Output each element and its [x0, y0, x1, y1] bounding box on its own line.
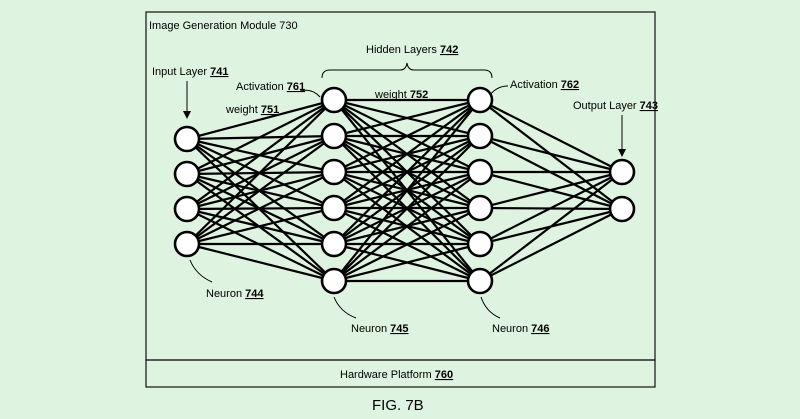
neuron-input-2 [173, 160, 201, 188]
neuron-hidden1-2 [320, 122, 348, 150]
edge-hidden1-5-hidden2-1 [333, 99, 481, 245]
neurons [173, 86, 636, 295]
activation-label-1: Activation 761 [236, 81, 305, 93]
neuron-hidden1-4 [320, 194, 348, 222]
edge-input-4-hidden1-6 [186, 242, 335, 283]
neuron-hidden1-1 [320, 86, 348, 114]
edge-hidden1-6-hidden2-3 [333, 171, 481, 282]
edge-hidden2-5-output-1 [479, 171, 623, 245]
weight-label-2: weight 752 [374, 89, 428, 101]
hidden-layers-bracket [321, 62, 493, 79]
neuron-hidden2-6 [466, 267, 494, 295]
neuron-leader-1 [189, 259, 213, 283]
activation-leader-1 [299, 89, 321, 98]
neuron-hidden2-5 [466, 230, 494, 258]
edge-input-3-hidden1-1 [186, 99, 335, 210]
hidden-layers-label: Hidden Layers 742 [366, 44, 458, 56]
edge-input-4-hidden1-3 [186, 171, 335, 245]
edge-hidden1-3-hidden2-1 [333, 99, 481, 173]
edge-input-1-hidden1-1 [186, 98, 335, 141]
edge-hidden2-2-output-1 [479, 134, 623, 174]
neuron-hidden1-6 [320, 267, 348, 295]
neuron-hidden2-3 [466, 158, 494, 186]
module-title: Image Generation Module 730 [149, 20, 298, 32]
edge-input-2-hidden1-1 [186, 99, 335, 175]
edge-hidden1-6-hidden2-1 [333, 99, 481, 282]
neuron-hidden2-1 [466, 86, 494, 114]
neuron-hidden1-3 [320, 158, 348, 186]
edge-hidden1-2-hidden2-1 [333, 98, 481, 138]
activation-label-2: Activation 762 [510, 79, 579, 91]
neuron-output-1 [608, 158, 636, 186]
hardware-platform-box [145, 359, 656, 388]
neuron-leader-2 [333, 296, 357, 319]
neuron-leader-3 [480, 296, 501, 319]
neuron-input-3 [173, 195, 201, 223]
neuron-input-4 [173, 230, 201, 258]
neuron-output-2 [608, 195, 636, 223]
hardware-platform-label: Hardware Platform 760 [340, 369, 453, 381]
input-layer-label: Input Layer 741 [152, 66, 228, 78]
input-layer-arrowhead [183, 111, 191, 119]
edge-hidden1-6-hidden2-2 [333, 135, 481, 282]
neuron-hidden2-4 [466, 194, 494, 222]
neuron-label-3: Neuron 746 [492, 323, 550, 335]
activation-leader-2 [489, 85, 509, 96]
connection-weights [186, 98, 623, 283]
weight-label-1: weight 751 [225, 104, 279, 116]
edge-hidden2-1-output-1 [479, 99, 623, 173]
figure-caption: FIG. 7B [372, 397, 424, 414]
neuron-label-1: Neuron 744 [206, 288, 264, 300]
neuron-hidden1-5 [320, 230, 348, 258]
edge-hidden2-6-output-2 [479, 208, 623, 282]
edge-hidden1-6-hidden2-4 [333, 207, 481, 282]
output-layer-arrowhead [618, 149, 626, 157]
neuron-label-2: Neuron 745 [351, 323, 409, 335]
neuron-hidden2-2 [466, 122, 494, 150]
edge-hidden1-6-hidden2-5 [333, 242, 481, 283]
edge-hidden1-4-hidden2-1 [333, 99, 481, 209]
edge-hidden2-6-output-1 [479, 171, 623, 282]
edge-hidden2-4-output-1 [479, 170, 623, 210]
edge-input-4-hidden1-2 [186, 135, 335, 245]
output-layer-label: Output Layer 743 [573, 100, 658, 112]
edge-input-4-hidden1-1 [186, 99, 335, 245]
neuron-input-1 [173, 125, 201, 153]
edge-input-4-hidden1-4 [186, 206, 335, 246]
